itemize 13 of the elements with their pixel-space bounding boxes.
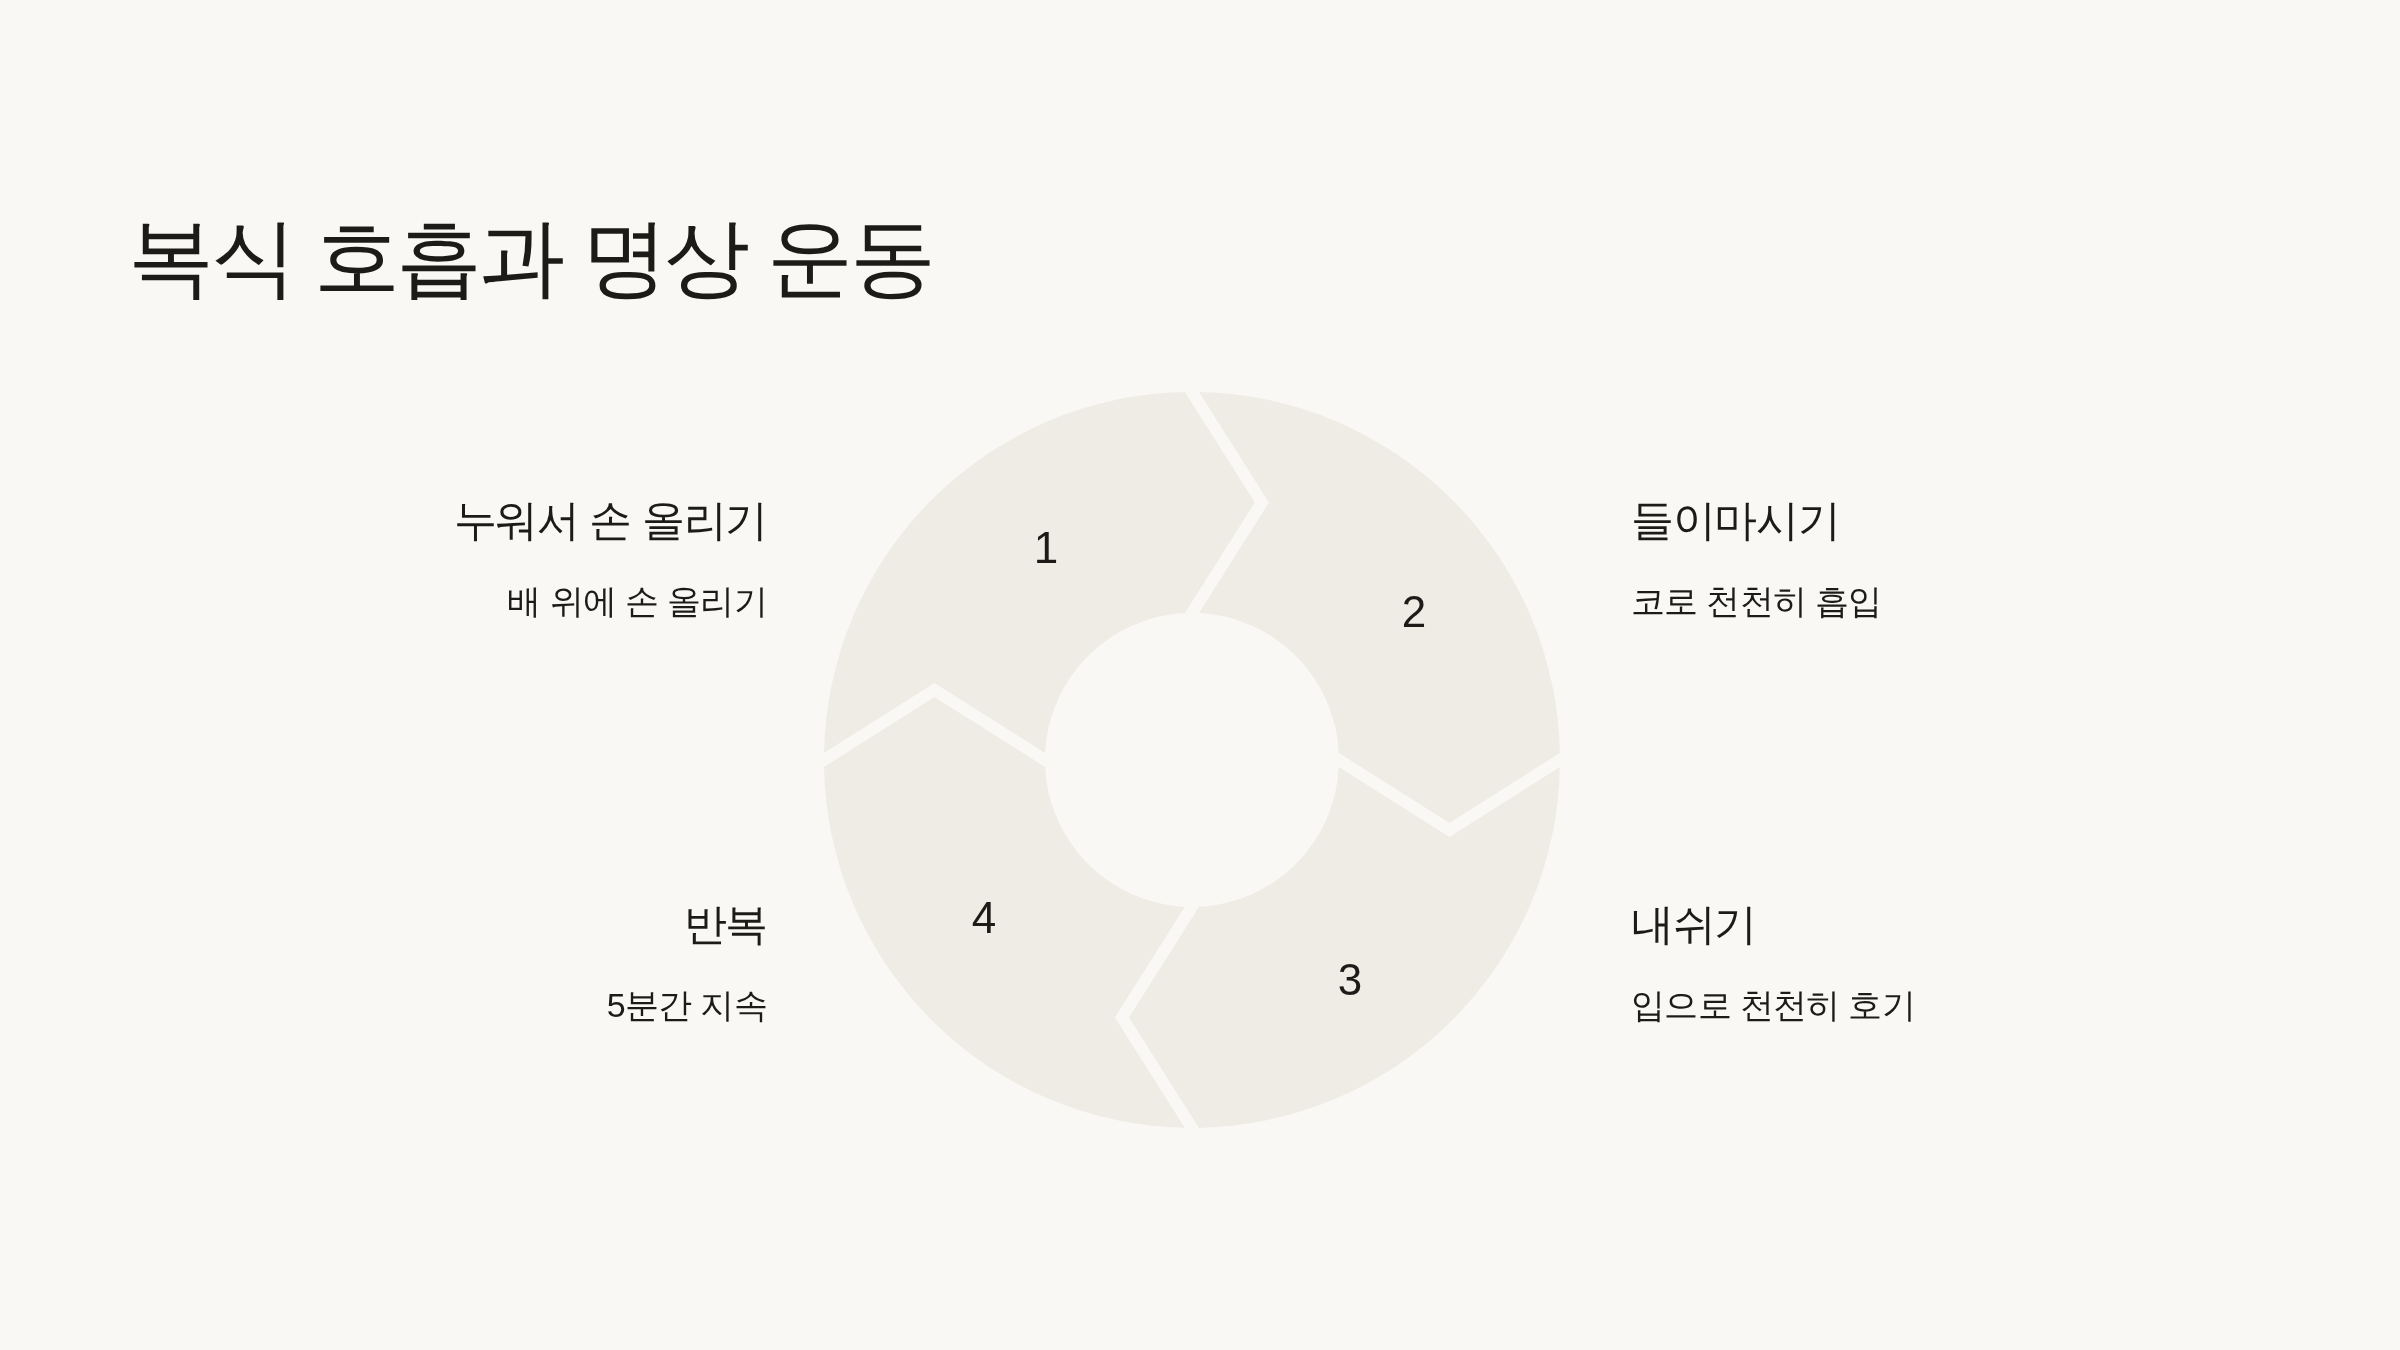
step-heading: 들이마시기	[1631, 499, 1840, 542]
step-heading: 반복	[683, 903, 767, 946]
step-heading: 내쉬기	[1631, 903, 1757, 946]
step-number: 1	[1033, 526, 1059, 570]
step-description: 5분간 지속	[606, 988, 767, 1022]
step-description: 배 위에 손 올리기	[507, 584, 767, 618]
step-heading: 누워서 손 올리기	[453, 499, 767, 542]
step-number: 2	[1401, 590, 1427, 634]
step-number: 4	[971, 896, 997, 940]
step-number: 3	[1337, 958, 1363, 1002]
step-description: 입으로 천천히 호기	[1631, 988, 1916, 1022]
step-description: 코로 천천히 흡입	[1631, 584, 1882, 618]
title: 복식 호흡과 명상 운동	[128, 214, 933, 300]
